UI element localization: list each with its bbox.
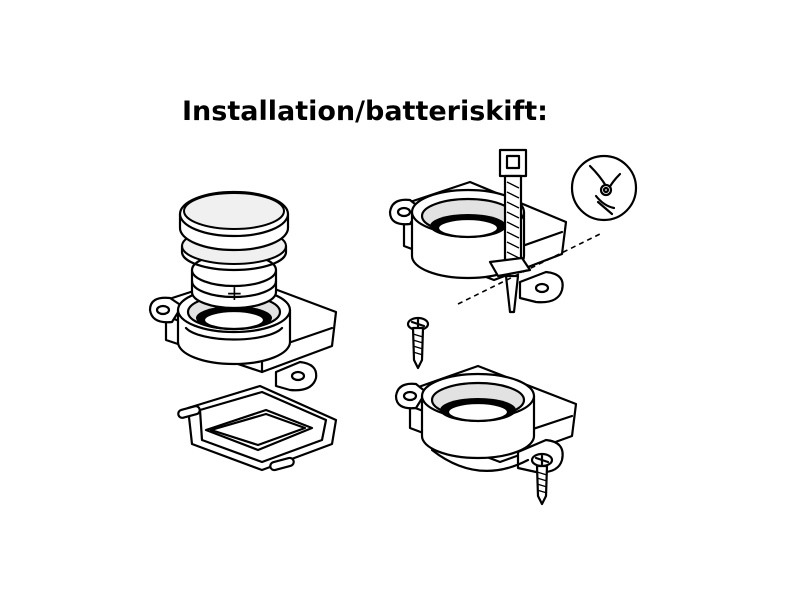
screw-loose — [406, 316, 430, 370]
polarity-plus-mark: + — [226, 281, 243, 305]
screw-installed — [530, 452, 554, 506]
battery-cap — [178, 190, 290, 252]
sensor-housing-cabletie — [388, 180, 568, 304]
adhesive-pad — [177, 384, 338, 472]
diagram-title: Installation/batteriskift: — [182, 96, 548, 127]
cable-tie — [488, 148, 532, 314]
side-cutter-detail — [570, 154, 638, 222]
sensor-housing-screwed — [394, 364, 578, 474]
